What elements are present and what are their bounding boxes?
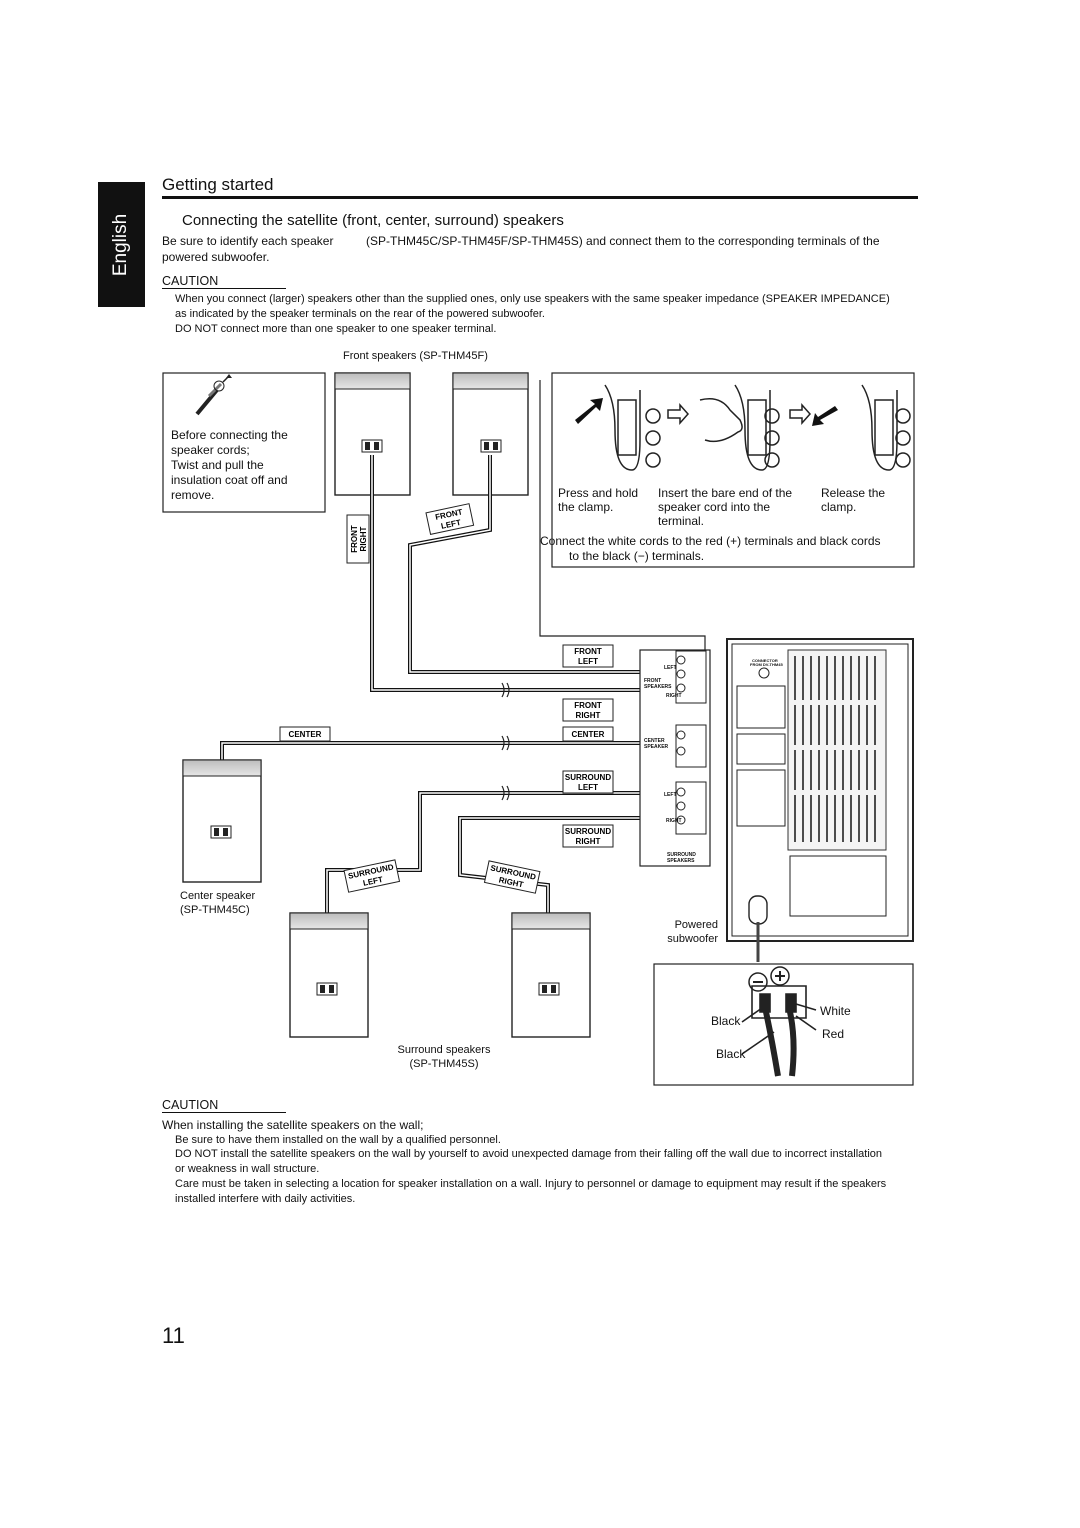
terminal-illustrations (604, 384, 911, 471)
prep-line: speaker cords; (171, 443, 250, 457)
wall-bullet-1: Be sure to have them installed on the wa… (175, 1134, 501, 1146)
surround-speaker-left (289, 912, 369, 1038)
panel-right: RIGHT (666, 693, 682, 699)
label-white: White (820, 1004, 851, 1018)
cord-tags: FRONT RIGHT FRONT LEFT CENTER SURROUND L… (279, 503, 614, 894)
note-line: to the black (−) terminals. (569, 549, 705, 563)
label-line: Surround speakers (397, 1044, 491, 1056)
step-line: Press and hold (558, 486, 639, 500)
prep-line: Before connecting the (171, 428, 288, 442)
page-number: 11 (162, 1323, 185, 1348)
note-line: Connect the white cords to the red (+) t… (540, 534, 881, 548)
tag-left: LEFT (362, 875, 384, 888)
cord-strip-icon (195, 374, 232, 416)
vent-slots (794, 656, 876, 842)
label-line: Powered (674, 919, 718, 931)
panel-surround: SURROUND (667, 852, 696, 858)
center-speaker-label: Center speaker (SP-THM45C) (180, 889, 255, 917)
prep-box (162, 372, 326, 513)
subsection-title: Connecting the satellite (front, center,… (182, 212, 564, 229)
tag-left: LEFT (578, 657, 598, 666)
step-line: the clamp. (558, 500, 614, 514)
step-line: terminal. (658, 514, 705, 528)
front-speakers-label: Front speakers (SP-THM45F) (343, 350, 488, 362)
section-title: Getting started (162, 175, 274, 194)
language-tab: English (98, 182, 145, 307)
wall-install-intro: When installing the satellite speakers o… (162, 1118, 424, 1132)
prep-instructions: Before connecting the speaker cords; Twi… (171, 428, 288, 503)
panel-right: RIGHT (666, 818, 682, 824)
tag-left: LEFT (440, 518, 462, 531)
caution-heading-2: CAUTION (162, 1098, 219, 1112)
label-line: Center speaker (180, 890, 256, 902)
center-speaker (182, 759, 262, 883)
step-2-text: Insert the bare end of the speaker cord … (658, 486, 792, 528)
sub-connector: CONNECTOR (752, 658, 778, 663)
tag-center: CENTER (289, 730, 322, 739)
label-line: subwoofer (667, 933, 718, 945)
caution-bullet-1: When you connect (larger) speakers other… (175, 293, 890, 305)
intro-text-b: (SP-THM45C/SP-THM45F/SP-THM45S) and conn… (366, 234, 880, 248)
label-red: Red (822, 1027, 844, 1041)
tag-front: FRONT (350, 525, 359, 553)
tag-surround: SURROUND (565, 773, 611, 782)
caution-heading: CAUTION (162, 274, 219, 288)
detail-terminal (741, 985, 817, 1077)
prep-line: remove. (171, 488, 215, 502)
caution-underline-2 (162, 1112, 286, 1113)
surround-speaker-right (511, 912, 591, 1038)
section-divider (162, 196, 918, 199)
tag-front: FRONT (574, 647, 602, 656)
wall-bullet-3-cont: installed interfere with daily activitie… (175, 1193, 356, 1205)
panel-left: LEFT (664, 665, 677, 671)
tag-center: CENTER (572, 730, 605, 739)
tag-right: RIGHT (576, 837, 601, 846)
tag-front: FRONT (574, 701, 602, 710)
caution-bullet-2: DO NOT connect more than one speaker to … (175, 323, 497, 335)
step-3-text: Release the clamp. (821, 486, 885, 514)
caution-bullet-1-cont: as indicated by the speaker terminals on… (175, 308, 545, 320)
prep-line: insulation coat off and (171, 473, 288, 487)
release-arrow-icon (812, 406, 838, 426)
panel-speakers: SPEAKERS (667, 858, 695, 864)
step-1-text: Press and hold the clamp. (558, 486, 638, 514)
label-line: (SP-THM45C) (180, 904, 250, 916)
intro-text-c: powered subwoofer. (162, 250, 270, 264)
steps-box (551, 372, 915, 568)
step-line: speaker cord into the (658, 500, 771, 514)
label-line: (SP-THM45S) (409, 1058, 479, 1070)
label-black: Black (711, 1014, 741, 1028)
intro-text-a: Be sure to identify each speaker (162, 234, 334, 248)
caution-underline (162, 288, 286, 289)
polarity-note: Connect the white cords to the red (+) t… (540, 534, 881, 564)
sub-connector: FROM DV-THM45 (750, 662, 783, 667)
subwoofer-label: Powered subwoofer (648, 918, 718, 946)
tag-left: LEFT (578, 783, 598, 792)
wall-bullet-2-cont: or weakness in wall structure. (175, 1163, 320, 1175)
powered-subwoofer: CONNECTOR FROM DV-THM45 (726, 638, 914, 962)
press-arrow-icon (575, 398, 603, 424)
detail-box (653, 963, 914, 1086)
panel-speakers: SPEAKERS (644, 684, 672, 690)
minus-icon (748, 972, 768, 992)
tag-right: RIGHT (576, 711, 601, 720)
panel-speaker: SPEAKER (644, 744, 669, 750)
prep-line: Twist and pull the (171, 458, 264, 472)
tag-right: RIGHT (359, 526, 368, 551)
step-line: clamp. (821, 500, 857, 514)
surround-speakers-label: Surround speakers (SP-THM45S) (389, 1043, 499, 1071)
step-line: Insert the bare end of the (658, 486, 793, 500)
label-black: Black (716, 1047, 746, 1061)
panel-center: CENTER (644, 738, 665, 744)
terminal-panel: LEFT FRONT SPEAKERS RIGHT CENTER SPEAKER… (639, 649, 711, 867)
wall-bullet-2: DO NOT install the satellite speakers on… (175, 1148, 883, 1160)
panel-front: FRONT (644, 678, 661, 684)
step-line: Release the (821, 486, 886, 500)
wall-bullet-3: Care must be taken in selecting a locati… (175, 1178, 887, 1190)
speaker-cords (220, 455, 688, 985)
tag-surround: SURROUND (565, 827, 611, 836)
panel-left: LEFT (664, 792, 677, 798)
plus-icon (770, 966, 790, 986)
